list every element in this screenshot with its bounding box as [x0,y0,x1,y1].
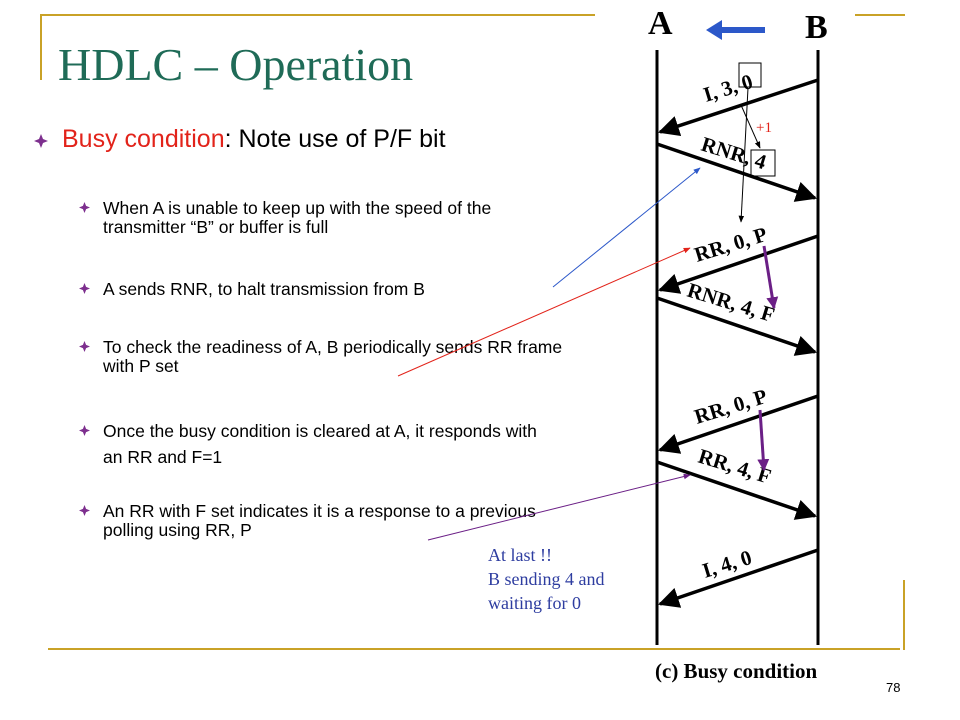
pointer-red [397,247,691,377]
frame-right-line [903,580,905,650]
boxed-seq-4 [750,149,776,177]
station-b-label: B [805,9,828,46]
frame-top-left-line [40,14,595,16]
frame-label-rnr4: RNR, 4 [699,132,770,175]
note-at-last: At last !! B sending 4 and waiting for 0 [488,543,605,615]
sub-bullet-text: When A is unable to keep up with the spe… [103,198,492,237]
direction-arrowhead-icon [706,20,722,40]
sub-bullet-text: An RR with F set indicates it is a respo… [103,501,536,540]
heading-busy-condition: Busy condition [62,125,225,153]
frame-label-i40: I, 4, 0 [699,545,754,583]
main-bullet: Busy condition: Note use of P/F bit [34,125,446,154]
note-line-2: B sending 4 and [488,569,605,589]
boxed-seq-0 [738,62,762,88]
frame-top-right-line [855,14,905,16]
sub-bullet-text: A sends RNR, to halt transmission from B [103,279,425,299]
frame-bottom-line [48,648,900,650]
pointer-purple [427,473,691,541]
heading-rest: : Note use of P/F bit [224,125,446,153]
diamond-bullet-icon [79,505,90,516]
frame-label-rnr4f: RNR, 4, F [685,278,778,327]
diamond-bullet-icon [79,202,90,213]
frame-arrow-rr0p-2 [658,394,819,454]
sub-bullet-4: Once the busy condition is cleared at A,… [79,418,553,470]
sub-bullet-5: An RR with F set indicates it is a respo… [79,501,558,540]
frame-label-rr0p-2: RR, 0, P [691,384,770,429]
increment-connector [740,104,761,149]
frame-arrow-i40 [658,548,819,608]
diamond-bullet-icon [34,134,48,148]
diamond-bullet-icon [79,425,90,436]
diamond-bullet-icon [79,341,90,352]
frame-arrow-rr4f [656,460,817,520]
frame-arrow-rr0p-1 [658,234,819,294]
sub-bullet-3: To check the readiness of A, B periodica… [79,337,563,376]
plus-one-label: +1 [756,120,772,136]
seq-connector [738,87,749,223]
diagram-caption: (c) Busy condition [655,659,818,683]
sub-bullet-text: To check the readiness of A, B periodica… [103,337,563,376]
frame-arrow-i30 [658,78,819,137]
frame-arrow-rnr4 [656,142,817,202]
slide-title: HDLC – Operation [58,39,414,90]
note-line-1: At last !! [488,545,552,565]
frame-left-line [40,14,42,80]
poll-final-arrow-2 [757,409,770,472]
station-a-label: A [648,5,673,42]
page-number: 78 [886,680,901,695]
frame-arrow-rnr4f [656,296,817,356]
sub-bullet-2: A sends RNR, to halt transmission from B [79,279,563,299]
note-line-3: waiting for 0 [488,593,581,613]
diamond-bullet-icon [79,283,90,294]
pointer-blue [552,167,701,288]
frame-label-rr0p-1: RR, 0, P [691,222,770,267]
poll-final-arrow-1 [762,245,779,310]
sub-bullet-1: When A is unable to keep up with the spe… [79,198,553,237]
sub-bullet-text: Once the busy condition is cleared at A,… [103,421,537,467]
